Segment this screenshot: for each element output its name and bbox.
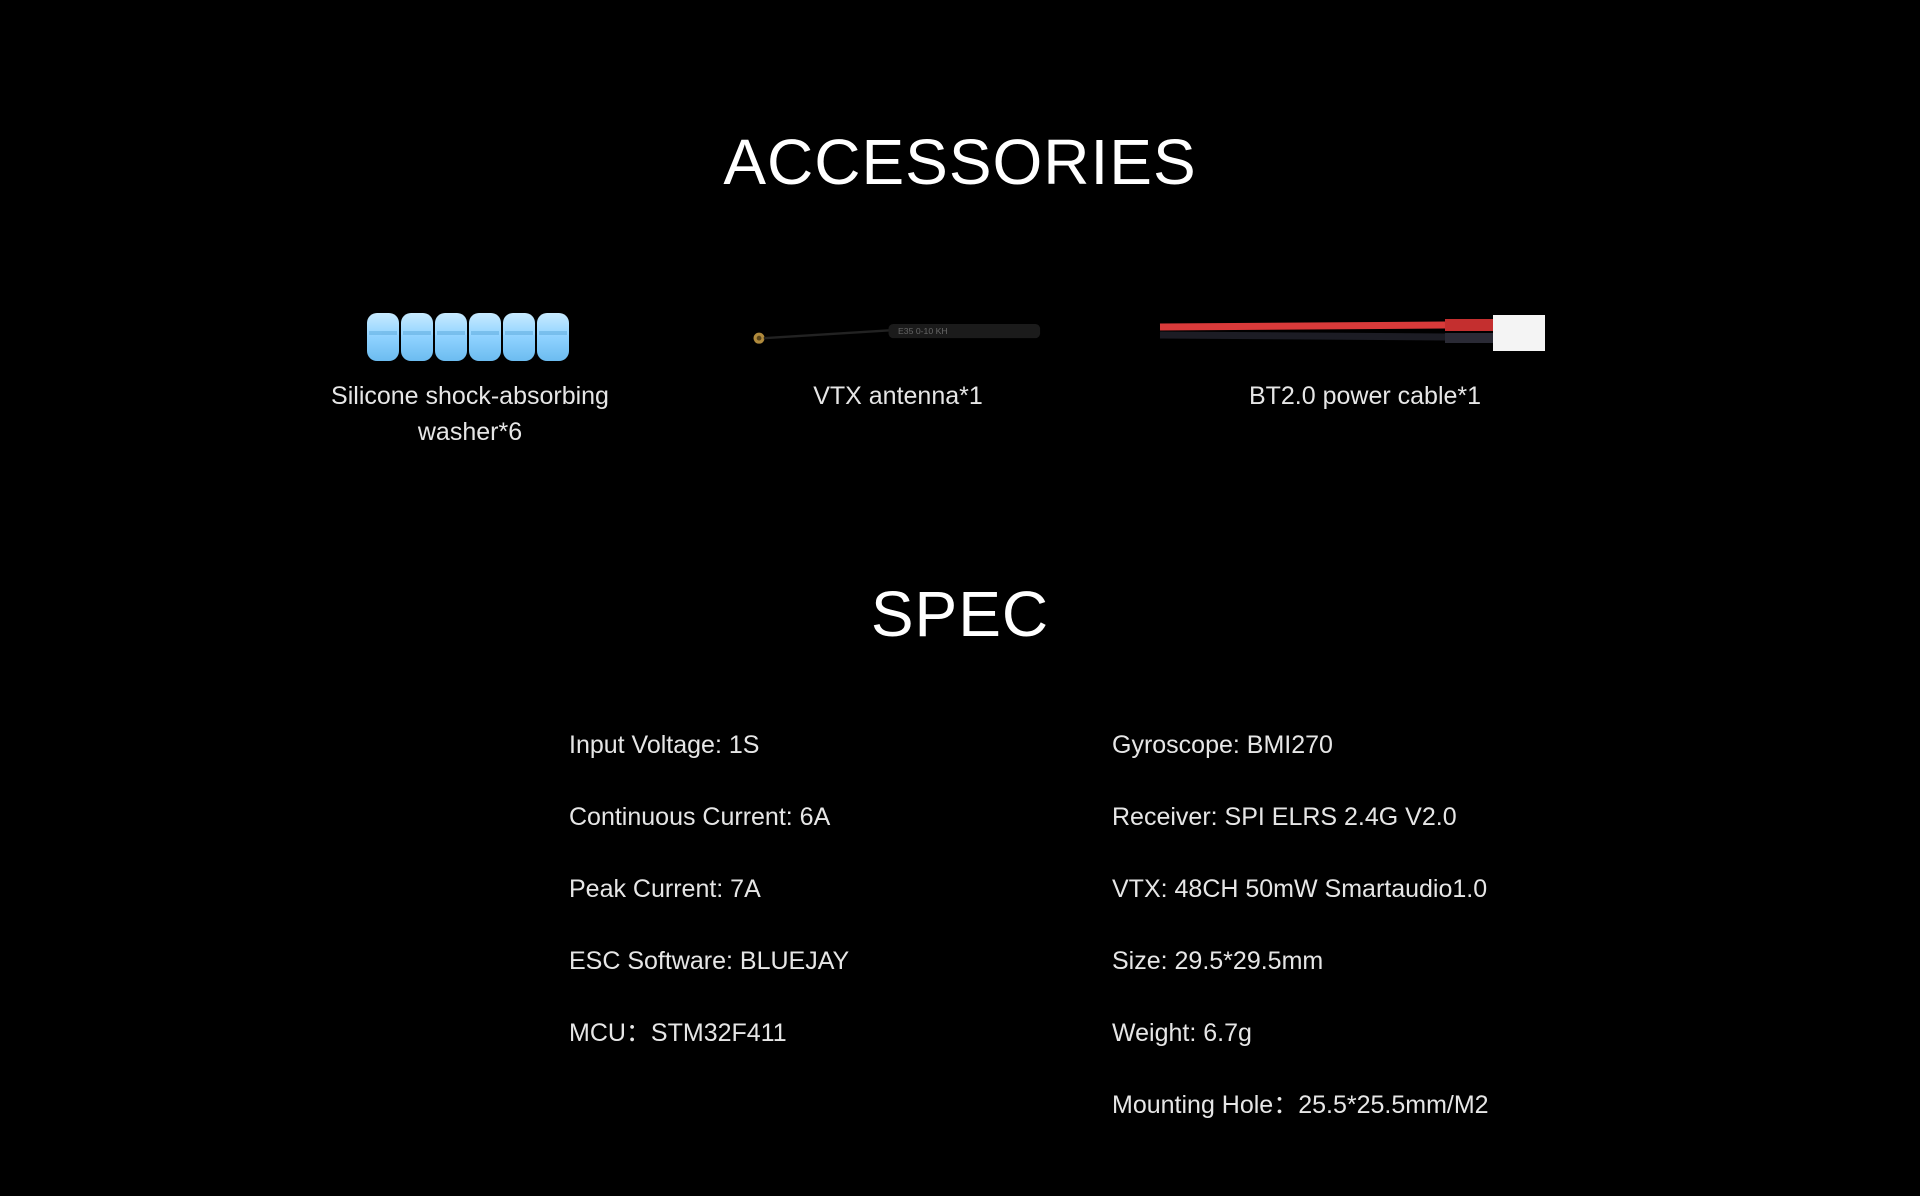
spec-right-column: Gyroscope: BMI270 Receiver: SPI ELRS 2.4… xyxy=(1112,728,1489,1160)
caption-line: Silicone shock-absorbing xyxy=(331,382,609,410)
accessory-caption: BT2.0 power cable*1 xyxy=(1248,382,1482,410)
spec-gyroscope: Gyroscope: BMI270 xyxy=(1112,731,1333,759)
spec-weight: Weight: 6.7g xyxy=(1112,1019,1252,1047)
spec-esc-software: ESC Software: BLUEJAY xyxy=(569,947,850,975)
accessory-item-antenna: E35 0-10 KH VTX antenna*1 xyxy=(748,300,1048,414)
spec-mcu: MCU：STM32F411 xyxy=(569,1019,787,1047)
accessory-item-power-cable: BT2.0 power cable*1 xyxy=(1140,300,1590,414)
accessory-caption: VTX antenna*1 xyxy=(813,382,983,410)
spec-peak-current: Peak Current: 7A xyxy=(569,875,761,903)
vtx-antenna-icon: E35 0-10 KH xyxy=(748,300,1048,370)
caption-line: washer*6 xyxy=(417,418,523,446)
spec-left-column: Input Voltage: 1S Continuous Current: 6A… xyxy=(569,728,849,1088)
power-cable-icon xyxy=(1140,300,1590,370)
spec-title: SPEC xyxy=(870,578,1050,650)
spec-size: Size: 29.5*29.5mm xyxy=(1112,947,1324,975)
svg-text:E35 0-10 KH: E35 0-10 KH xyxy=(898,326,948,336)
silicone-washer-icon xyxy=(320,300,620,370)
spec-receiver: Receiver: SPI ELRS 2.4G V2.0 xyxy=(1112,803,1457,831)
spec-input-voltage: Input Voltage: 1S xyxy=(569,731,760,759)
accessory-item-washer: Silicone shock-absorbing washer*6 xyxy=(320,300,620,450)
spec-mounting-hole: Mounting Hole：25.5*25.5mm/M2 xyxy=(1112,1091,1489,1119)
spec-continuous-current: Continuous Current: 6A xyxy=(569,803,831,831)
spec-vtx: VTX: 48CH 50mW Smartaudio1.0 xyxy=(1112,875,1488,903)
accessories-title: ACCESSORIES xyxy=(723,126,1197,198)
accessory-caption: Silicone shock-absorbing washer*6 xyxy=(320,378,620,450)
